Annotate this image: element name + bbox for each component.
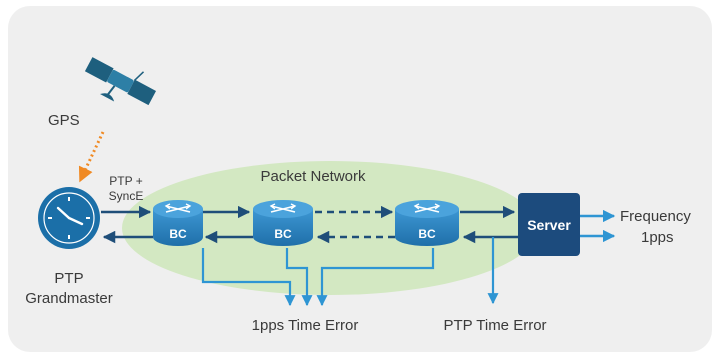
- link-label-line2: SyncE: [109, 189, 144, 203]
- bc1-pps-tap: [201, 248, 296, 307]
- pps-time-error-label: 1pps Time Error: [252, 317, 359, 334]
- boundary-clock-1-label: BC: [169, 227, 187, 241]
- satellite-icon: [84, 57, 157, 106]
- link-label-line1: PTP +: [109, 174, 142, 188]
- bc2-pps-tap: [285, 248, 313, 307]
- pps-label: 1pps: [641, 229, 674, 246]
- server-box: Server: [518, 193, 580, 256]
- grandmaster-label-line1: PTP: [54, 270, 83, 287]
- boundary-clock-2: BC: [253, 200, 313, 246]
- gps-label: GPS: [48, 112, 80, 129]
- server-label: Server: [527, 217, 571, 233]
- boundary-clock-1: BC: [153, 200, 203, 246]
- boundary-clock-3: BC: [395, 200, 459, 246]
- packet-network-label: Packet Network: [260, 168, 366, 185]
- bc3-pps-tap: [316, 248, 435, 307]
- grandmaster-label-line2: Grandmaster: [25, 290, 113, 307]
- gps-signal-link: [78, 131, 105, 183]
- ptp-time-error-label: PTP Time Error: [443, 317, 546, 334]
- clock-icon: [38, 187, 100, 249]
- frequency-label: Frequency: [620, 208, 691, 225]
- boundary-clock-2-label: BC: [274, 227, 292, 241]
- boundary-clock-3-label: BC: [418, 227, 436, 241]
